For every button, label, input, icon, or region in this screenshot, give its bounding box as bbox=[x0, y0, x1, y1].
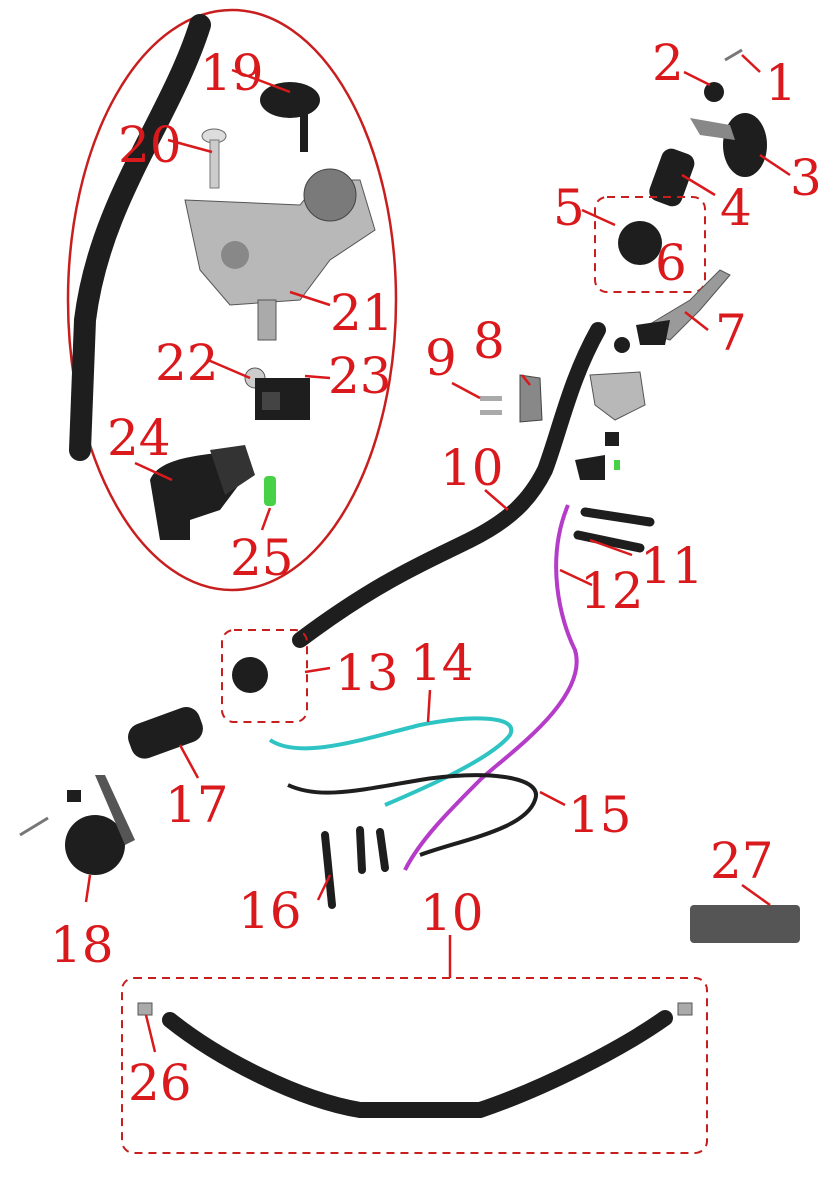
callout-25: 25 bbox=[230, 529, 294, 587]
part-1-pin bbox=[724, 48, 743, 62]
part-10-handlebar-detail bbox=[162, 1010, 673, 1118]
callout-14: 14 bbox=[410, 634, 474, 692]
callout-23: 23 bbox=[328, 347, 392, 405]
callout-6: 6 bbox=[655, 234, 687, 292]
part-25-pin bbox=[264, 476, 276, 506]
part-24-lever-housing bbox=[150, 445, 255, 540]
callout-16: 16 bbox=[238, 882, 302, 940]
callout-3: 3 bbox=[790, 149, 822, 207]
callout-5: 5 bbox=[553, 179, 585, 237]
callout-15: 15 bbox=[568, 786, 632, 844]
part-2-cap bbox=[704, 82, 724, 102]
part-7-lever bbox=[636, 269, 731, 345]
detail-ellipse bbox=[66, 8, 398, 592]
callout-26: 26 bbox=[128, 1054, 192, 1112]
callout-24: 24 bbox=[107, 409, 171, 467]
callout-13: 13 bbox=[335, 644, 399, 702]
callout-2: 2 bbox=[652, 34, 684, 92]
callout-12: 12 bbox=[580, 562, 644, 620]
part-17-grip bbox=[128, 707, 203, 759]
callout-21: 21 bbox=[330, 284, 394, 342]
callout-labels: 1 2 3 4 5 6 7 8 9 10 10 11 12 13 14 15 1… bbox=[50, 34, 822, 1112]
part-26-end-cap-right bbox=[677, 1002, 693, 1016]
callout-27: 27 bbox=[710, 832, 774, 890]
part-8-clamp bbox=[519, 374, 543, 423]
part-10-handlebar bbox=[292, 322, 606, 648]
right-bracket-assembly bbox=[575, 337, 646, 480]
bottom-detail-frame bbox=[121, 977, 708, 1154]
part-18-mirror bbox=[19, 775, 135, 875]
callout-1: 1 bbox=[765, 54, 797, 112]
part-9-bolts bbox=[480, 396, 502, 415]
part-21-lever-bracket bbox=[184, 168, 376, 341]
part-11-covers bbox=[573, 507, 655, 553]
part-6-switch-housing bbox=[594, 196, 706, 293]
callout-18: 18 bbox=[50, 916, 114, 974]
callout-19: 19 bbox=[200, 44, 264, 102]
callout-7: 7 bbox=[715, 304, 747, 362]
part-27-plate bbox=[690, 905, 800, 943]
part-12-clutch-cable bbox=[403, 504, 579, 871]
part-16-covers bbox=[321, 826, 389, 909]
callout-10a: 10 bbox=[440, 439, 504, 497]
part-4-grip bbox=[649, 148, 695, 207]
callout-17: 17 bbox=[165, 776, 229, 834]
callout-9: 9 bbox=[425, 329, 457, 387]
part-23-switch bbox=[255, 378, 310, 420]
callout-11: 11 bbox=[640, 537, 704, 595]
callout-10b: 10 bbox=[420, 884, 484, 942]
callout-4: 4 bbox=[720, 179, 752, 237]
callout-20: 20 bbox=[118, 116, 182, 174]
callout-22: 22 bbox=[155, 334, 219, 392]
detail-handlebar bbox=[69, 14, 211, 461]
part-19-adjuster-knob bbox=[260, 82, 320, 152]
part-20-screw bbox=[201, 128, 227, 189]
leader-lines bbox=[84, 54, 791, 1053]
part-15-cable bbox=[287, 773, 538, 857]
part-3-mirror bbox=[690, 113, 767, 177]
callout-8: 8 bbox=[473, 312, 505, 370]
part-13-switch bbox=[221, 629, 308, 723]
part-26-end-cap-left bbox=[137, 1002, 153, 1016]
